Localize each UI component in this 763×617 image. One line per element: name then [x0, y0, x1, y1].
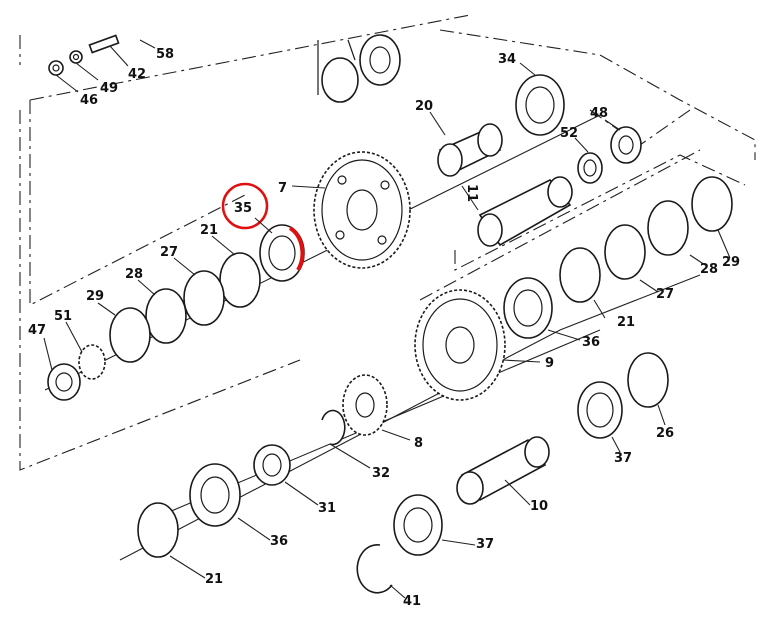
label-21-right: 21	[617, 315, 635, 330]
label-29-upper: 29	[86, 289, 104, 304]
top-partial-parts	[317, 34, 401, 103]
label-37-right: 37	[614, 451, 632, 466]
label-26: 26	[656, 426, 674, 441]
bearing-37-lower	[393, 494, 443, 556]
sleeve-20	[437, 123, 503, 177]
snap-ring-32	[321, 409, 346, 446]
bearing-35	[259, 224, 305, 282]
label-42: 42	[128, 67, 146, 82]
leader-lines	[43, 39, 731, 599]
label-28-upper: 28	[125, 267, 143, 282]
label-47: 47	[28, 323, 46, 338]
label-48: 48	[590, 106, 608, 121]
ring-26	[627, 352, 669, 408]
nut-48	[610, 126, 642, 164]
label-9: 9	[545, 356, 554, 371]
highlight-ring	[288, 226, 305, 272]
label-27-upper: 27	[160, 245, 178, 260]
shaft-11	[477, 176, 573, 247]
label-10: 10	[530, 499, 548, 514]
label-28-right: 28	[700, 262, 718, 277]
ring-21-lower	[137, 502, 179, 558]
shaft-10	[456, 436, 550, 505]
circlip-41	[356, 543, 393, 594]
label-20: 20	[415, 99, 433, 114]
gear-7	[313, 151, 411, 269]
callout-labels: 58 42 46 49 34 20 48 52 7 11 35 21 27 28…	[28, 47, 740, 609]
label-36-upper: 36	[582, 335, 600, 350]
bearing-36-lower	[189, 463, 241, 527]
label-52: 52	[560, 126, 578, 141]
ring-stack-upper-left	[47, 252, 261, 401]
label-8: 8	[414, 436, 423, 451]
label-7: 7	[278, 181, 287, 196]
label-35: 35	[234, 201, 252, 216]
highlight-circle	[221, 182, 269, 230]
label-11: 11	[464, 184, 479, 202]
label-31: 31	[318, 501, 336, 516]
housing-outline	[19, 14, 756, 471]
gear-8	[342, 374, 388, 436]
label-27-right: 27	[656, 287, 674, 302]
collar-31	[253, 444, 291, 486]
label-32: 32	[372, 466, 390, 481]
bearing-36-upper	[503, 277, 553, 339]
label-21-upper: 21	[200, 223, 218, 238]
bearing-34	[515, 74, 565, 136]
label-49: 49	[100, 81, 118, 96]
washer-52	[577, 152, 603, 184]
label-37-lower: 37	[476, 537, 494, 552]
label-41: 41	[403, 594, 421, 609]
label-36-lower: 36	[270, 534, 288, 549]
ring-stack-right	[559, 176, 733, 303]
label-58: 58	[156, 47, 174, 62]
bearing-37-right	[577, 381, 623, 439]
label-51: 51	[54, 309, 72, 324]
label-29-right: 29	[722, 255, 740, 270]
label-34: 34	[498, 52, 516, 67]
label-21-lower: 21	[205, 572, 223, 587]
gear-9	[414, 289, 506, 401]
label-46: 46	[80, 93, 98, 108]
